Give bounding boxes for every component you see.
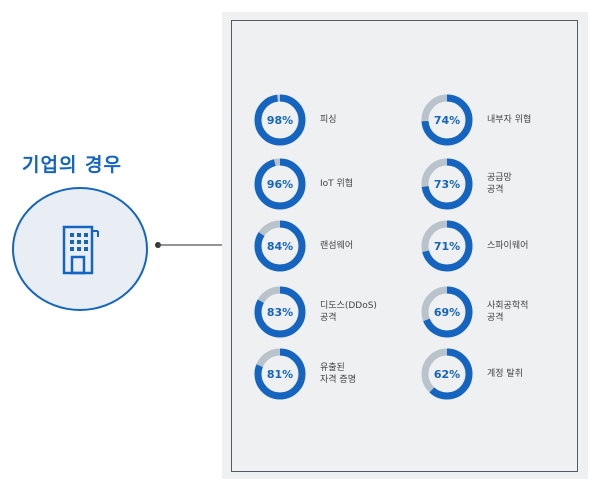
donut-percent-label: 84% — [266, 239, 294, 253]
donut-percent-label: 81% — [266, 367, 294, 381]
donut-fill — [421, 286, 473, 338]
donut-fill — [254, 158, 306, 210]
threat-label: 스파이웨어 — [487, 220, 577, 272]
threat-label: 내부자 위협 — [487, 94, 577, 146]
threat-label-line: 유출된 — [320, 363, 345, 373]
threat-label-line: 공격 — [320, 313, 337, 323]
threat-label-line: 계정 탈취 — [487, 369, 523, 379]
threat-label: 디도스(DDoS) 공격 — [320, 286, 410, 338]
donut-chart — [421, 94, 473, 146]
donut-chart — [421, 220, 473, 272]
donut-percent-label: 74% — [433, 113, 461, 127]
donut-chart — [421, 158, 473, 210]
donut-percent-label: 69% — [433, 305, 461, 319]
donut-fill — [254, 348, 306, 400]
threat-label-line: 공급망 — [487, 173, 512, 183]
threat-label-line: 디도스(DDoS) — [320, 301, 377, 311]
donut-fill — [254, 286, 306, 338]
threat-label: IoT 위협 — [320, 158, 410, 210]
threat-label-line: IoT 위협 — [320, 179, 354, 189]
donut-percent-label: 73% — [433, 177, 461, 191]
threat-label-line: 사회공학적 — [487, 301, 529, 311]
donut-fill — [421, 158, 473, 210]
threat-label: 피싱 — [320, 94, 410, 146]
threat-label-line: 스파이웨어 — [487, 241, 529, 251]
threat-panel — [222, 12, 588, 479]
donut-chart — [254, 94, 306, 146]
threat-label: 랜섬웨어 — [320, 220, 410, 272]
building-icon — [62, 225, 99, 275]
enterprise-badge — [12, 187, 148, 311]
threat-panel-frame — [231, 20, 578, 472]
donut-percent-label: 62% — [433, 367, 461, 381]
donut-chart — [254, 348, 306, 400]
threat-label-line: 공격 — [487, 185, 504, 195]
donut-chart — [421, 286, 473, 338]
donut-percent-label: 96% — [266, 177, 294, 191]
donut-chart — [254, 286, 306, 338]
threat-label: 계정 탈취 — [487, 348, 577, 400]
donut-chart — [254, 158, 306, 210]
donut-percent-label: 98% — [266, 113, 294, 127]
donut-percent-label: 83% — [266, 305, 294, 319]
page-title: 기업의 경우 — [22, 154, 123, 176]
donut-chart — [421, 348, 473, 400]
threat-label-line: 내부자 위협 — [487, 115, 532, 125]
donut-fill — [421, 94, 473, 146]
threat-label-line: 자격 증명 — [320, 375, 356, 385]
threat-label-line: 공격 — [487, 313, 504, 323]
donut-fill — [421, 348, 473, 400]
threat-label-line: 랜섬웨어 — [320, 241, 354, 251]
donut-fill — [421, 220, 473, 272]
donut-percent-label: 71% — [433, 239, 461, 253]
donut-fill — [254, 94, 306, 146]
donut-chart — [254, 220, 306, 272]
donut-fill — [254, 220, 306, 272]
threat-label-line: 피싱 — [320, 115, 337, 125]
